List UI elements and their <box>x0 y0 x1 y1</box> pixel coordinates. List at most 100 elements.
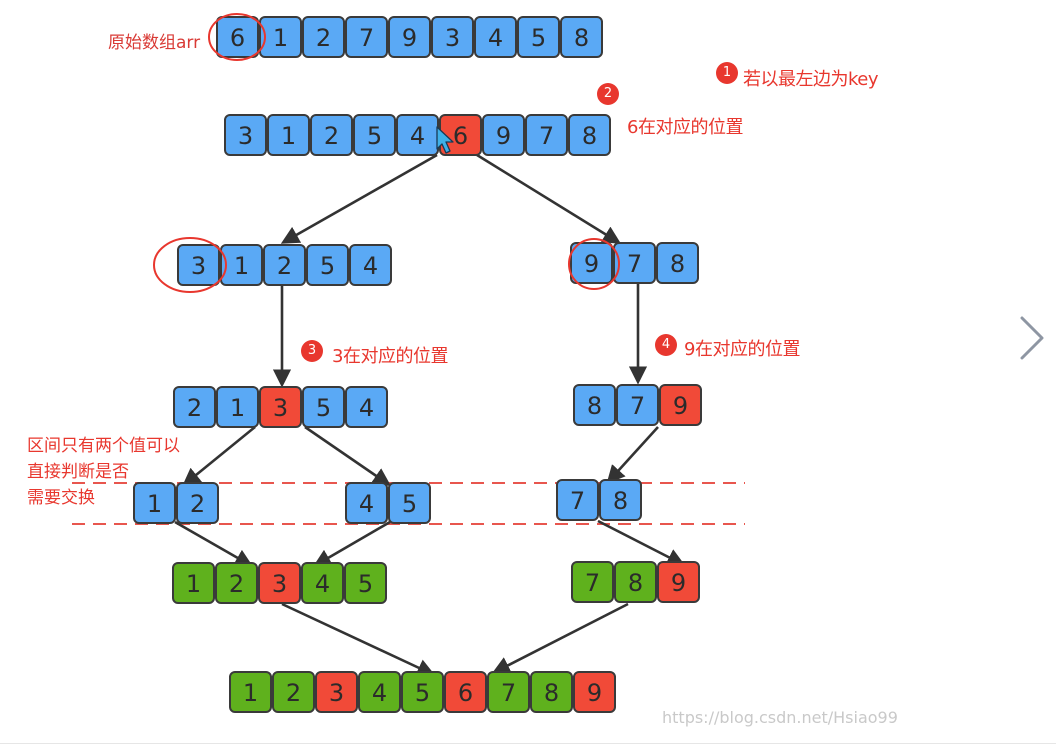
array-cell <box>613 242 656 284</box>
array-cell-value: 9 <box>587 679 602 707</box>
mouse-cursor-icon <box>436 126 454 154</box>
array-cell <box>568 114 611 156</box>
arrow <box>182 425 256 487</box>
array-cell-value: 5 <box>402 490 417 518</box>
array-cell-value: 7 <box>627 250 642 278</box>
array-cell <box>344 562 387 604</box>
array-cell <box>259 386 302 428</box>
step-badge-1: 1 <box>716 62 738 84</box>
next-arrow-button[interactable] <box>1012 312 1052 364</box>
array-cell <box>349 244 392 286</box>
array-cell <box>302 386 345 428</box>
array-cell-value: 3 <box>445 24 460 52</box>
array-cell <box>176 482 219 524</box>
array-cell-value: 3 <box>329 679 344 707</box>
array-cell-value: 3 <box>272 570 287 598</box>
array-cell-value: 8 <box>613 487 628 515</box>
array-cell-value: 7 <box>630 392 645 420</box>
array-cell-value: 4 <box>410 122 425 150</box>
array-cell-value: 4 <box>372 679 387 707</box>
array-cell-value: 6 <box>230 24 245 52</box>
array-cell-value: 1 <box>147 490 162 518</box>
array-cell <box>571 561 614 603</box>
arrow <box>174 520 254 567</box>
step-badge-4: 4 <box>655 334 677 356</box>
array-cell <box>345 482 388 524</box>
step-badge-2: 2 <box>597 83 619 105</box>
array-cell-value: 8 <box>587 392 602 420</box>
array-cell <box>272 671 315 713</box>
array-cell-value: 9 <box>671 569 686 597</box>
array-cell-value: 8 <box>670 250 685 278</box>
array-cell-value: 1 <box>234 252 249 280</box>
array-cell-value: 8 <box>574 24 589 52</box>
array-cell <box>310 114 353 156</box>
array-cell <box>474 16 517 58</box>
array-cell-value: 5 <box>358 570 373 598</box>
array-cell-value: 2 <box>229 570 244 598</box>
array-cell-value: 2 <box>316 24 331 52</box>
array-cell <box>173 386 216 428</box>
array-cell-value: 7 <box>585 569 600 597</box>
array-cell <box>258 562 301 604</box>
arrow <box>597 519 686 566</box>
array-cell <box>599 479 642 521</box>
array-cell <box>659 384 702 426</box>
array-cell-value: 4 <box>488 24 503 52</box>
array-cell <box>431 16 474 58</box>
array-cell <box>517 16 560 58</box>
arrow <box>312 520 391 567</box>
arrow <box>476 153 622 244</box>
array-cell-value: 8 <box>582 122 597 150</box>
array-cell <box>216 386 259 428</box>
array-cell-value: 5 <box>320 252 335 280</box>
array-cell <box>401 671 444 713</box>
array-cell <box>444 671 487 713</box>
array-cell-value: 6 <box>458 679 473 707</box>
array-cell <box>259 16 302 58</box>
array-cell <box>573 671 616 713</box>
array-cell-value: 4 <box>315 570 330 598</box>
step1-text: 若以最左边为key <box>743 69 879 90</box>
array-cell <box>657 561 700 603</box>
note-line: 需要交换 <box>27 488 95 508</box>
array-cell-value: 2 <box>187 394 202 422</box>
array-cell-value: 6 <box>453 122 468 150</box>
array-cell-value: 5 <box>415 679 430 707</box>
array-cell-value: 2 <box>277 252 292 280</box>
step-badge-3: 3 <box>301 340 323 362</box>
array-cell-value: 5 <box>531 24 546 52</box>
arrow <box>280 153 438 244</box>
array-cell <box>482 114 525 156</box>
array-cell-value: 3 <box>273 394 288 422</box>
array-cell <box>525 114 568 156</box>
array-cell <box>388 16 431 58</box>
array-cell-value: 9 <box>496 122 511 150</box>
array-cell <box>570 242 613 284</box>
array-cell <box>560 16 603 58</box>
array-cell-value: 8 <box>628 569 643 597</box>
watermark: https://blog.csdn.net/Hsiao99 <box>662 708 898 727</box>
array-cell <box>487 671 530 713</box>
array-cell <box>177 244 220 286</box>
array-cell-value: 1 <box>273 24 288 52</box>
array-cell-value: 4 <box>363 252 378 280</box>
array-cell-value: 9 <box>673 392 688 420</box>
array-cell-value: 5 <box>316 394 331 422</box>
array-cell <box>353 114 396 156</box>
array-cell-value: 8 <box>544 679 559 707</box>
arrow <box>606 426 659 484</box>
arrows <box>174 153 686 677</box>
array-cell <box>172 562 215 604</box>
two-value-note: 区间只有两个值可以 直接判断是否 需要交换 <box>27 433 180 511</box>
